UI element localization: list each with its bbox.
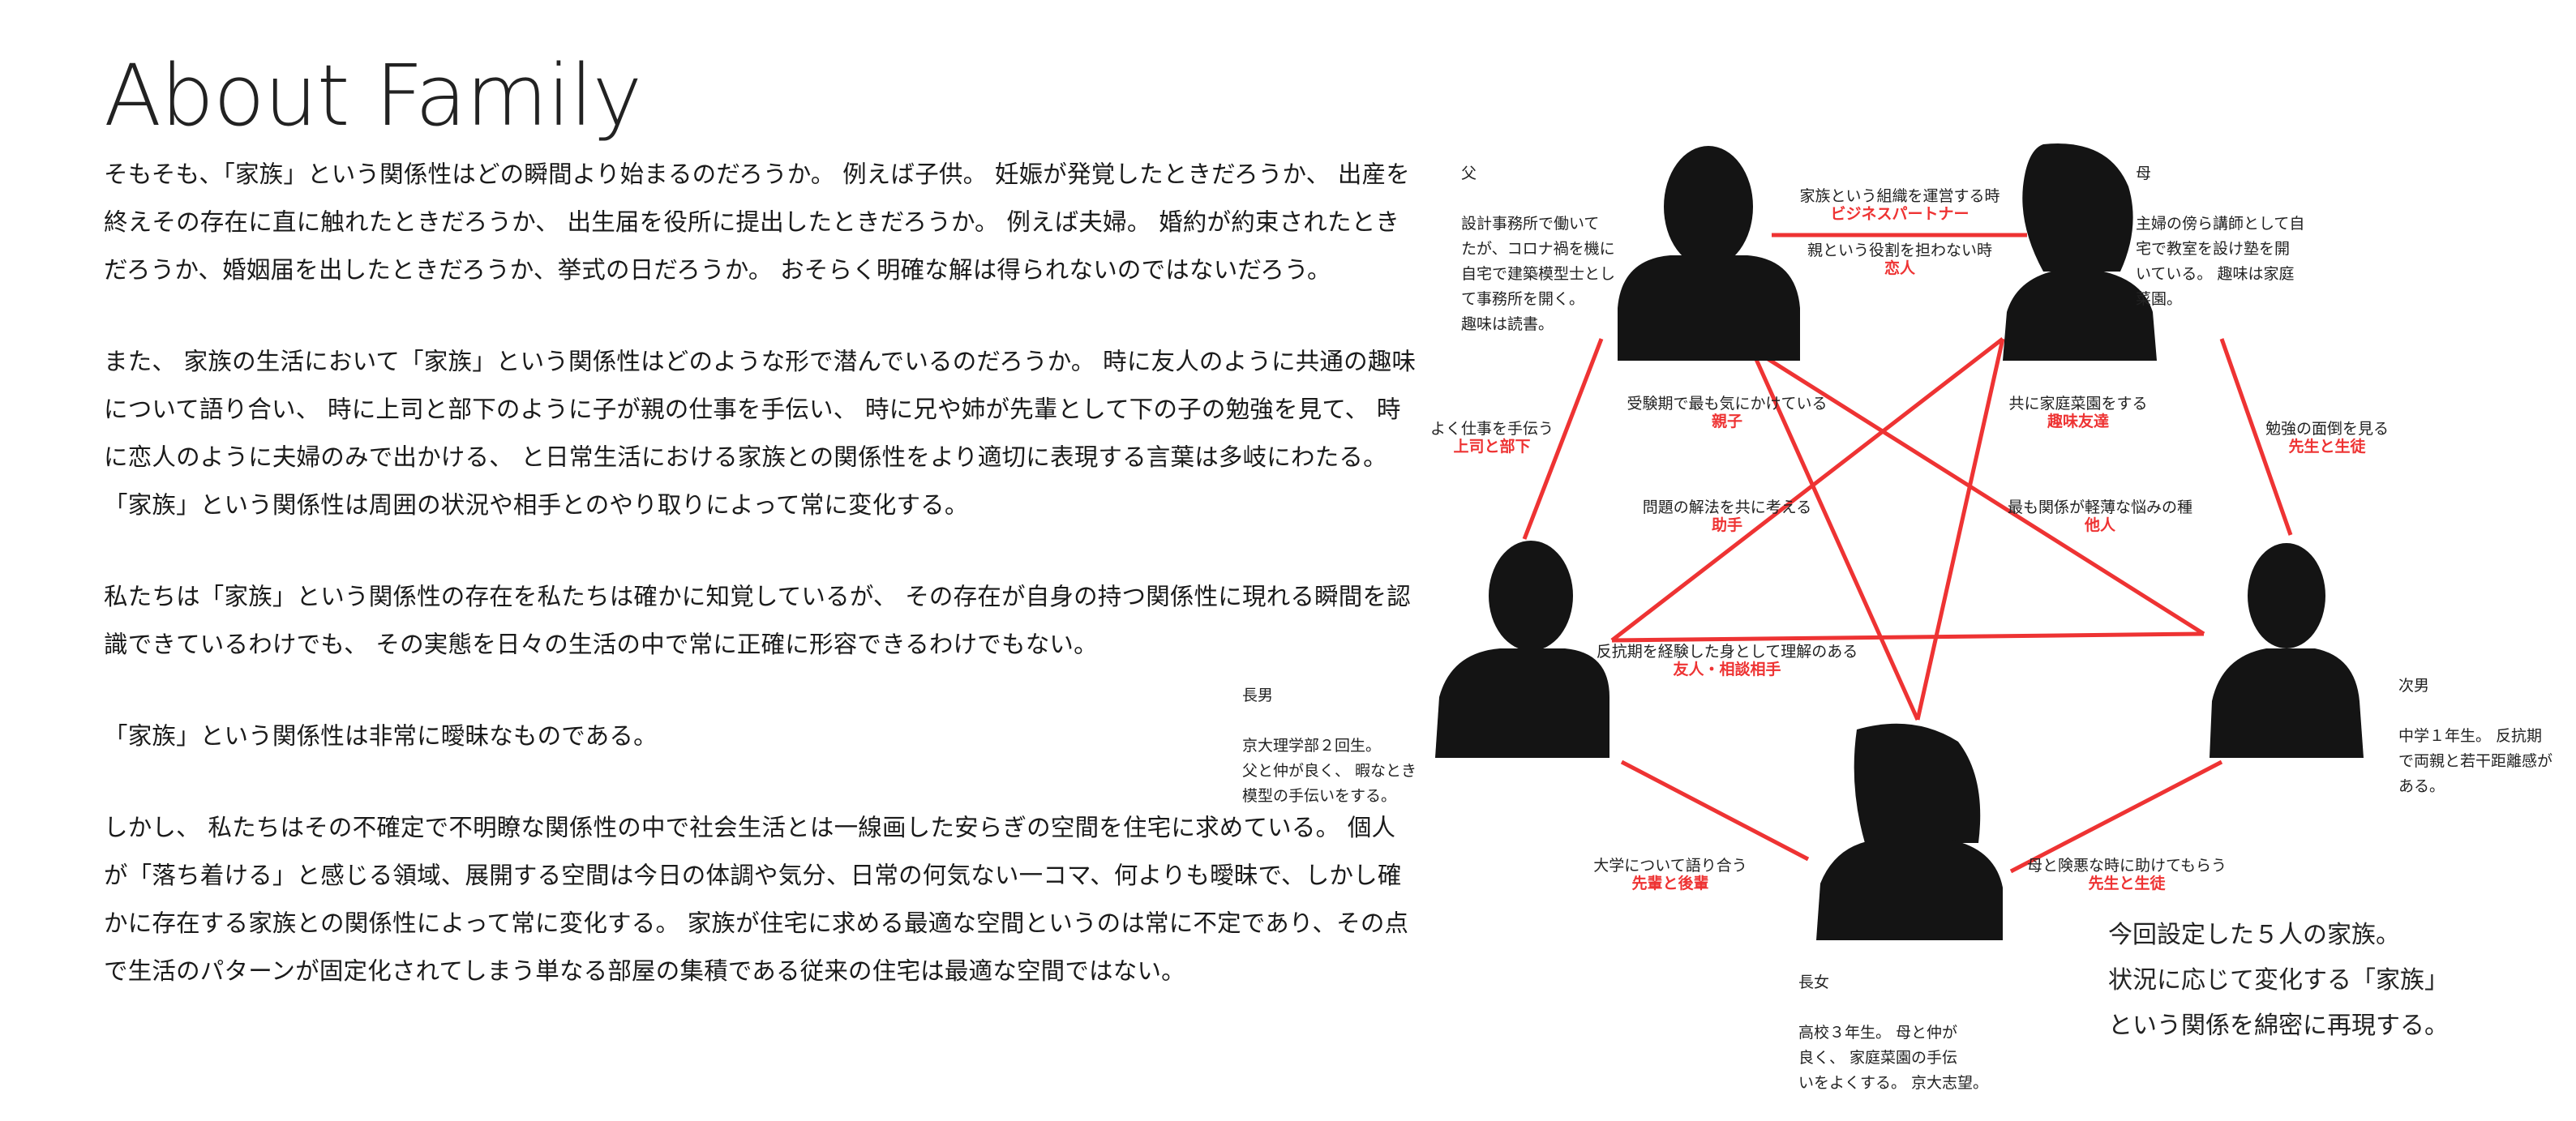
- person-role: 長女: [1798, 973, 1830, 991]
- relation-mother-second-son: 勉強の面倒を見る 先生と生徒: [2265, 420, 2389, 456]
- edge-mother-second-son: [2219, 338, 2293, 536]
- relation-name: 恋人: [1884, 259, 1916, 277]
- relation-name: 趣味友達: [2047, 412, 2109, 430]
- star-mother-daughter: [1915, 338, 2005, 721]
- relation-label: 最も関係が軽薄な悩みの種: [2008, 498, 2192, 516]
- relation-label: 反抗期を経験した身として理解のある: [1597, 643, 1858, 661]
- essay-paragraph: 私たちは「家族」という関係性の存在を私たちは確かに知覚しているが、 その存在が自…: [104, 583, 1411, 658]
- relation-label: 親という役割を担わない時: [1807, 242, 1992, 259]
- relation-father-eldest-son: よく仕事を手伝う 上司と部下: [1430, 420, 1554, 456]
- relation-label: 勉強の面倒を見る: [2265, 420, 2389, 438]
- star-father-daughter: [1749, 347, 1920, 721]
- relation-label: 家族という組織を運営する時: [1799, 187, 2000, 205]
- page-title: About Family: [104, 46, 642, 145]
- relation-father-daughter: 受験期で最も気にかけている 親子: [1627, 395, 1827, 430]
- person-eldest-son: 長男 京大理学部２回生。 父と仲が良く、 暇なとき 模型の手伝いをする。: [1242, 658, 1437, 834]
- relation-label: 問題の解法を共に考える: [1643, 498, 1811, 516]
- relation-name: 先生と生徒: [2088, 874, 2166, 892]
- eldest-daughter-silhouette: [1816, 723, 2003, 940]
- eldest-son-silhouette: [1435, 541, 1609, 758]
- person-description: 京大理学部２回生。 父と仲が良く、 暇なとき 模型の手伝いをする。: [1242, 737, 1417, 805]
- edge-father-eldest-son: [1522, 338, 1604, 540]
- person-role: 次男: [2398, 677, 2430, 695]
- relation-father-mother-1: 家族という組織を運営する時 ビジネスパートナー: [1799, 187, 2000, 223]
- essay-text: そもそも、「家族」という関係性はどの瞬間より始まるのだろうか。 例えば子供。 妊…: [104, 151, 1417, 1039]
- relation-name: 先輩と後輩: [1631, 874, 1708, 892]
- star-son-son: [1611, 631, 2205, 643]
- person-mother: 母 主婦の傍ら講師として自 宅で教室を設け塾を開 いている。 趣味は家庭 菜園。: [2136, 136, 2371, 337]
- edge-second-son-eldest-daughter: [2009, 759, 2223, 874]
- relation-second-son-daughter: 母と険悪な時に助けてもらう 先生と生徒: [2027, 857, 2227, 892]
- father-silhouette: [1618, 146, 1800, 361]
- person-role: 長男: [1242, 687, 1274, 704]
- person-role: 父: [1461, 165, 1477, 182]
- relation-label: よく仕事を手伝う: [1430, 420, 1554, 438]
- relation-name: 上司と部下: [1453, 437, 1530, 456]
- person-father: 父 設計事務所で働いて たが、コロナ禍を機に 自宅で建築模型士とし て事務所を開…: [1461, 136, 1623, 362]
- relation-label: 母と険悪な時に助けてもらう: [2027, 857, 2227, 875]
- relation-name: 親子: [1712, 412, 1742, 430]
- person-second-son: 次男 中学１年生。 反抗期 で両親と若干距離感が ある。: [2398, 648, 2573, 824]
- essay-paragraph: 「家族」という関係性は非常に曖昧なものである。: [104, 722, 658, 750]
- essay-paragraph: そもそも、「家族」という関係性はどの瞬間より始まるのだろうか。 例えば子供。 妊…: [104, 160, 1410, 284]
- relation-name: 友人・相談相手: [1673, 660, 1781, 678]
- relation-name: ビジネスパートナー: [1830, 205, 1969, 223]
- person-description: 主婦の傍ら講師として自 宅で教室を設け塾を開 いている。 趣味は家庭 菜園。: [2136, 215, 2305, 308]
- relation-mother-eldest-son: 最も関係が軽薄な悩みの種 他人: [2008, 498, 2192, 534]
- star-father-second-son: [1750, 346, 2205, 636]
- edge-eldest-son-eldest-daughter: [1620, 759, 1810, 862]
- relation-label: 受験期で最も気にかけている: [1627, 395, 1827, 413]
- relation-father-second-son: 問題の解法を共に考える 助手: [1643, 498, 1811, 534]
- relation-label: 共に家庭菜園をする: [2008, 395, 2147, 413]
- relation-eldest-son-daughter: 大学について語り合う 先輩と後輩: [1593, 857, 1747, 892]
- essay-paragraph: しかし、 私たちはその不確定で不明瞭な関係性の中で社会生活とは一線画した安らぎの…: [104, 814, 1409, 985]
- relation-name: 先生と生徒: [2288, 437, 2366, 456]
- relation-mother-daughter: 共に家庭菜園をする 趣味友達: [2008, 395, 2147, 430]
- person-description: 設計事務所で働いて たが、コロナ禍を機に 自宅で建築模型士とし て事務所を開く。…: [1461, 215, 1616, 333]
- person-eldest-daughter: 長女 高校３年生。 母と仲が 良く、 家庭菜園の手伝 いをよくする。 京大志望。: [1798, 945, 2025, 1121]
- star-mother-eldest-son: [1610, 337, 2004, 642]
- person-description: 高校３年生。 母と仲が 良く、 家庭菜園の手伝 いをよくする。 京大志望。: [1798, 1024, 1989, 1092]
- relation-name: 他人: [2084, 516, 2116, 534]
- person-description: 中学１年生。 反抗期 で両親と若干距離感が ある。: [2398, 727, 2553, 795]
- relation-son-son: 反抗期を経験した身として理解のある 友人・相談相手: [1597, 643, 1858, 678]
- diagram-caption: 今回設定した５人の家族。 状況に応じて変化する「家族」 という関係を綿密に再現す…: [2108, 921, 2449, 1040]
- mother-silhouette: [2003, 143, 2157, 361]
- relation-name: 助手: [1712, 516, 1742, 534]
- relation-father-mother-2: 親という役割を担わない時 恋人: [1807, 242, 1992, 277]
- essay-paragraph: また、 家族の生活において「家族」という関係性はどのような形で潜んでいるのだろう…: [104, 348, 1417, 519]
- second-son-silhouette: [2210, 543, 2364, 758]
- person-role: 母: [2136, 165, 2152, 182]
- relation-label: 大学について語り合う: [1593, 857, 1747, 875]
